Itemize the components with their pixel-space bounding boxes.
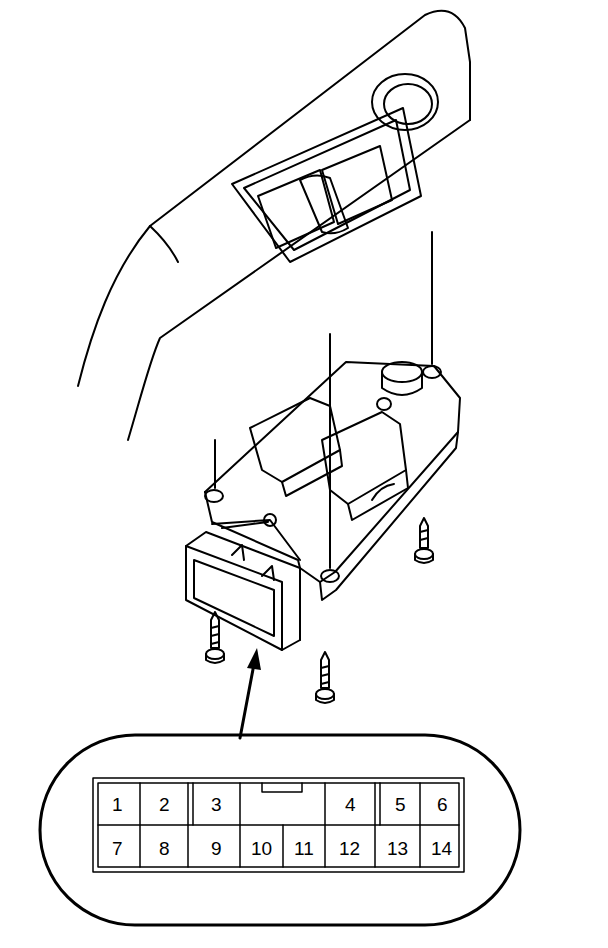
- rocker: [300, 175, 348, 233]
- pin-number: 5: [395, 795, 406, 814]
- screw-boss: [423, 366, 441, 378]
- pin-number: 12: [339, 839, 360, 858]
- connector-housing: [186, 546, 282, 650]
- pin-number: 11: [294, 839, 314, 858]
- pin-number: 2: [159, 795, 170, 814]
- screw-boss: [205, 490, 223, 502]
- connector-rib: [232, 545, 274, 580]
- leader-line: [329, 334, 331, 568]
- rocker: [322, 412, 406, 504]
- switch-opening: [244, 120, 410, 250]
- rocker: [258, 170, 334, 248]
- rocker: [348, 470, 408, 520]
- screw-boss: [321, 570, 339, 582]
- connector-latch: [264, 514, 276, 526]
- screw: [206, 612, 224, 663]
- pin-grid: [93, 778, 464, 872]
- pin-number: 14: [431, 839, 452, 858]
- switch-opening: [232, 108, 421, 262]
- pin-number: 10: [251, 839, 272, 858]
- connector-housing: [194, 560, 274, 636]
- knob: [382, 362, 422, 382]
- knob: [382, 372, 422, 395]
- screw: [316, 652, 334, 703]
- lock-hole: [384, 84, 432, 124]
- pointer-arrow: [240, 664, 254, 738]
- screw: [415, 518, 433, 563]
- lock-hole: [372, 74, 438, 130]
- view-frame: [40, 735, 520, 925]
- pin-number: 8: [159, 839, 170, 858]
- rocker: [372, 484, 394, 500]
- rocker: [282, 450, 342, 496]
- pin-number: 7: [112, 839, 123, 858]
- armrest-edge: [150, 226, 178, 262]
- knob: [377, 398, 391, 410]
- pin-number: 6: [437, 795, 448, 814]
- pin-number: 9: [211, 839, 222, 858]
- pin-number: 4: [345, 795, 356, 814]
- armrest-edge: [128, 120, 470, 440]
- switch-body: [205, 362, 460, 582]
- pin-number: 1: [112, 795, 123, 814]
- pin-number: 3: [211, 795, 222, 814]
- arrowhead: [247, 648, 261, 670]
- armrest-panel: [78, 11, 470, 386]
- switch-body: [205, 432, 458, 600]
- connector-housing: [186, 532, 300, 650]
- leader-line: [431, 232, 433, 364]
- rocker: [322, 146, 392, 224]
- pin-number: 13: [387, 839, 408, 858]
- connector-rib: [212, 520, 300, 560]
